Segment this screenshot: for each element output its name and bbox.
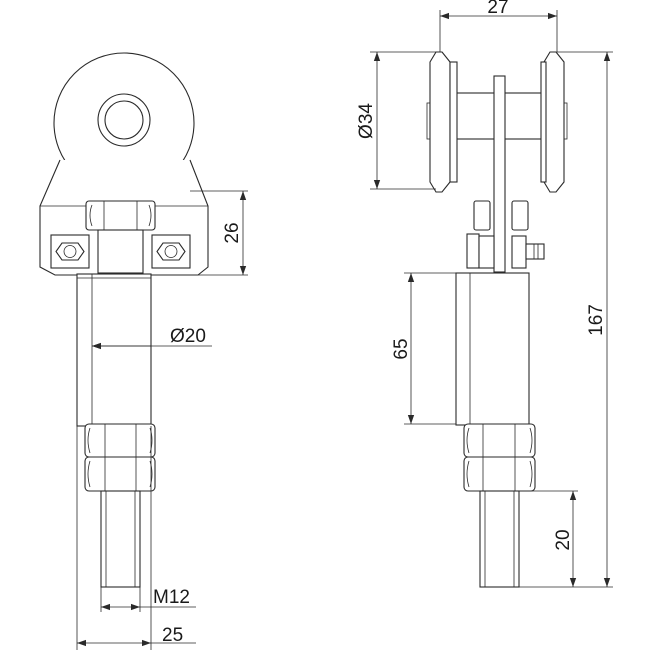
wheel-bearing-inner (104, 100, 144, 140)
wheel-left (426, 51, 458, 193)
dim-thread-length: 20 (519, 490, 578, 587)
label-25: 25 (162, 625, 183, 646)
label-167: 167 (586, 304, 607, 336)
hex-bolt-left (50, 234, 90, 269)
dim-body-length: 65 (391, 272, 456, 425)
front-view: 26 Ø20 M12 25 (39, 52, 248, 650)
side-cylinder-body (455, 272, 530, 426)
dim-overall-height: 167 (519, 51, 613, 588)
side-threaded-stud (479, 490, 520, 588)
dim-wheel-diameter: Ø34 (356, 51, 436, 190)
side-lock-nut-lower (463, 456, 536, 492)
label-27: 27 (487, 0, 508, 18)
side-lock-nut-upper (463, 423, 536, 458)
label-20: 20 (553, 529, 574, 550)
dim-thread: M12 (100, 587, 196, 612)
hex-bolt-right (151, 234, 191, 269)
threaded-stud (100, 490, 141, 588)
label-d20: Ø20 (170, 326, 206, 347)
cylinder-body (76, 273, 152, 427)
side-view: 27 Ø34 65 167 20 (356, 0, 613, 588)
wheel-right (540, 51, 568, 193)
lock-nut-upper (84, 423, 156, 458)
mounting-plate (493, 75, 506, 273)
wheel-bearing-outer (97, 93, 151, 147)
dim-body-diameter: Ø20 (92, 326, 212, 350)
lock-nut-lower (84, 456, 156, 492)
side-nut-stack (466, 200, 545, 269)
label-d34: Ø34 (356, 103, 377, 139)
label-m12: M12 (153, 587, 190, 608)
dim-base-width: 25 (76, 426, 196, 650)
dim-bracket-height: 26 (190, 190, 248, 276)
center-block (97, 229, 144, 274)
top-nut (85, 200, 156, 231)
dim-top-width: 27 (439, 0, 558, 52)
label-65: 65 (391, 338, 412, 359)
label-26: 26 (222, 222, 243, 243)
